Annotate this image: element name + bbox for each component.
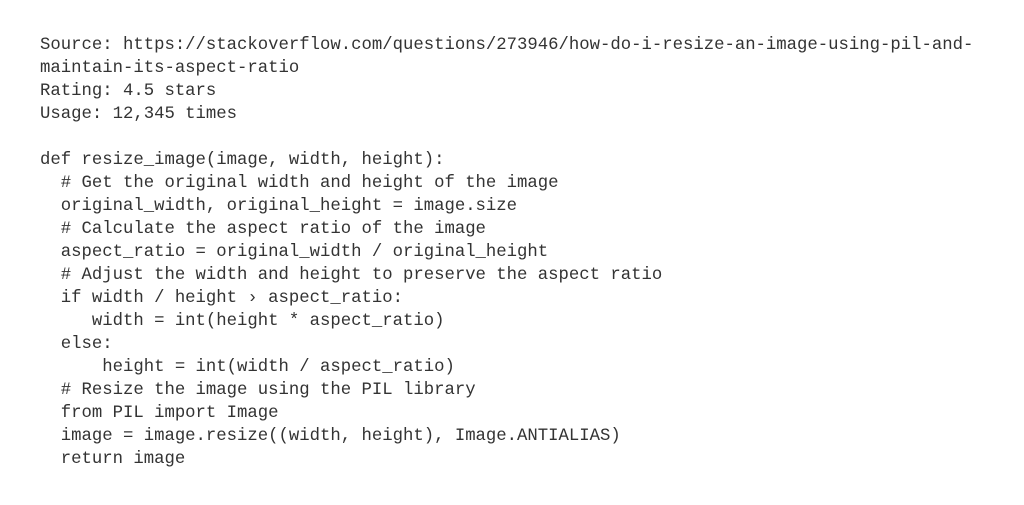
code-line: image = image.resize((width, height), Im…	[40, 427, 621, 446]
code-line: # Adjust the width and height to preserv…	[40, 266, 663, 285]
code-line: # Calculate the aspect ratio of the imag…	[40, 220, 486, 239]
code-line: return image	[40, 450, 186, 469]
source-url-line-2: maintain-its-aspect-ratio	[40, 59, 300, 78]
code-line: aspect_ratio = original_width / original…	[40, 243, 549, 262]
code-block: def resize_image(image, width, height): …	[40, 149, 973, 471]
document: Source: https://stackoverflow.com/questi…	[40, 34, 973, 471]
code-line: width = int(height * aspect_ratio)	[40, 312, 445, 331]
source-url-line-1: Source: https://stackoverflow.com/questi…	[40, 36, 974, 55]
code-line: # Get the original width and height of t…	[40, 174, 559, 193]
code-line: from PIL import Image	[40, 404, 279, 423]
code-line: if width / height › aspect_ratio:	[40, 289, 403, 308]
code-line: else:	[40, 335, 113, 354]
code-line: def resize_image(image, width, height):	[40, 151, 445, 170]
rating-text: Rating: 4.5 stars	[40, 82, 217, 101]
usage-text: Usage: 12,345 times	[40, 105, 238, 124]
code-line: # Resize the image using the PIL library	[40, 381, 476, 400]
code-line: height = int(width / aspect_ratio)	[40, 358, 455, 377]
blank-line	[40, 126, 973, 149]
code-line: original_width, original_height = image.…	[40, 197, 518, 216]
